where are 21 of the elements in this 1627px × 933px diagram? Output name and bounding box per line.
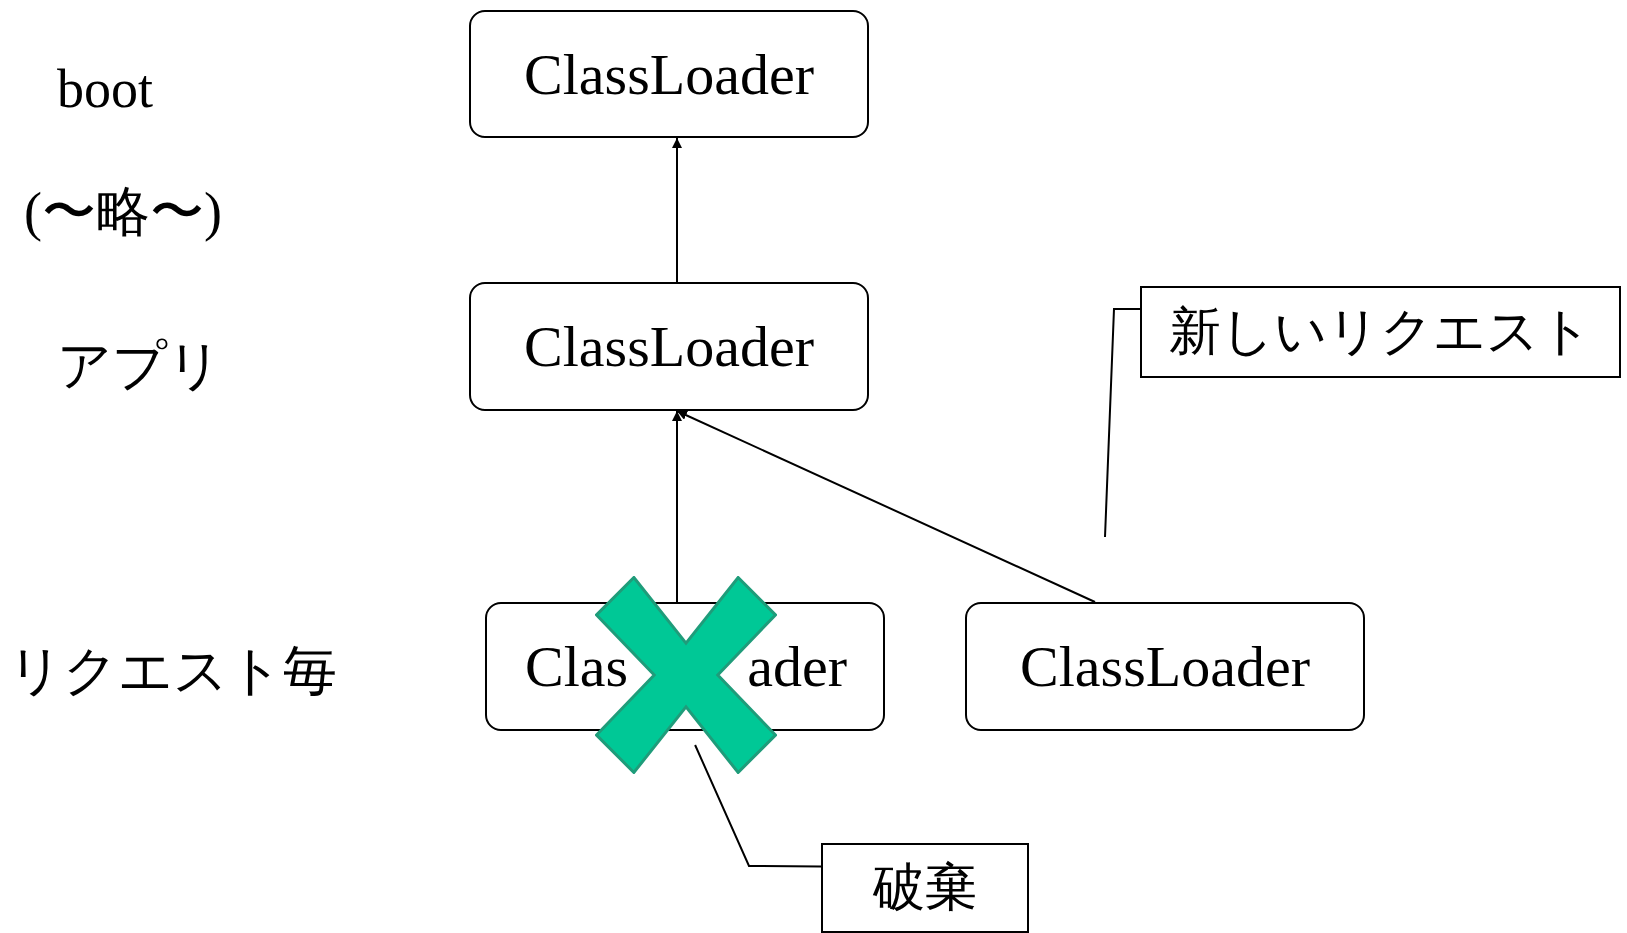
node-label: 破棄 bbox=[873, 856, 977, 919]
arrow bbox=[672, 410, 682, 603]
leader-line bbox=[1104, 308, 1141, 538]
class-loader-box bbox=[965, 602, 1365, 731]
level-label: boot bbox=[57, 58, 153, 120]
level-label: アプリ bbox=[57, 333, 222, 399]
node-label: ClassLoader bbox=[524, 40, 814, 108]
arrow bbox=[672, 137, 682, 283]
callout-box bbox=[821, 843, 1029, 933]
class-loader-box bbox=[469, 10, 869, 138]
callout-box bbox=[1140, 286, 1621, 378]
node-label: 新しいリクエスト bbox=[1169, 300, 1592, 363]
level-label: リクエスト毎 bbox=[8, 638, 337, 704]
level-label: (〜略〜) bbox=[24, 181, 222, 244]
leader-line bbox=[694, 744, 822, 868]
node-label: ClassLoader bbox=[524, 313, 814, 380]
arrow bbox=[676, 410, 1096, 603]
node-label: ClassLoader bbox=[1020, 633, 1310, 700]
node-label: Clas bbox=[525, 633, 629, 700]
node-label: ader bbox=[747, 633, 847, 700]
class-loader-box bbox=[469, 282, 869, 411]
